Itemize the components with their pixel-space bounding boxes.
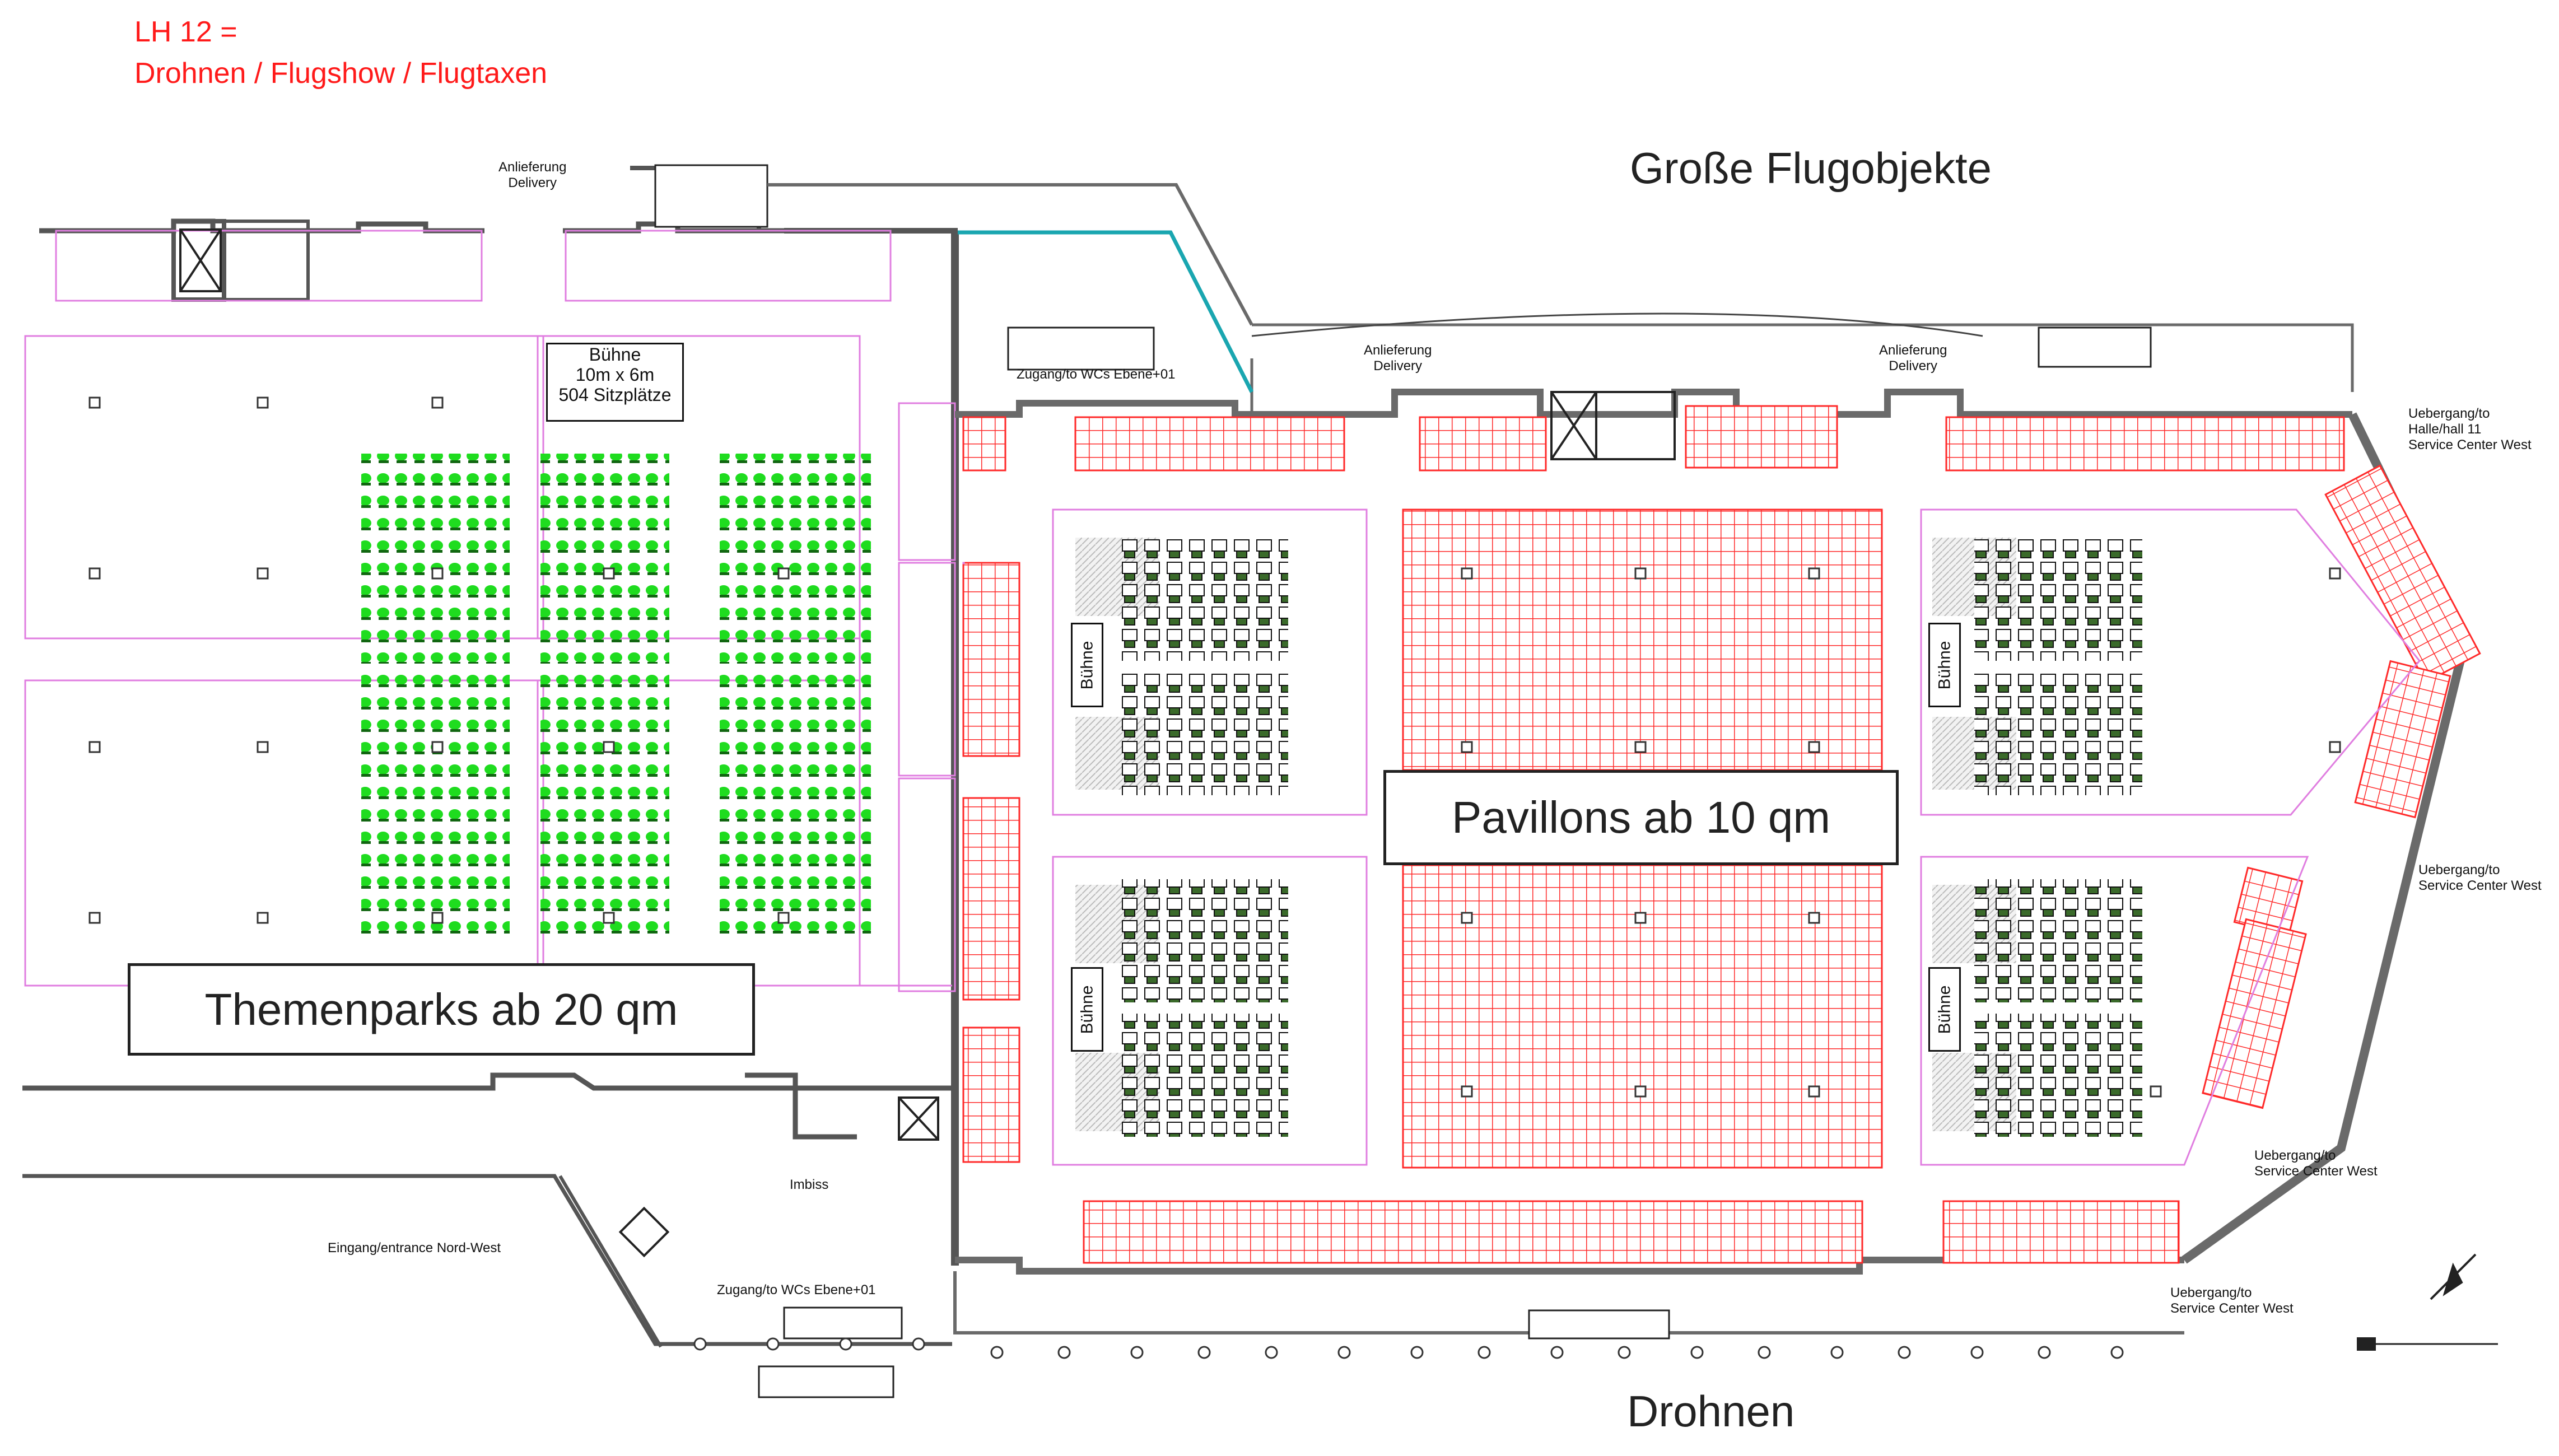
transfer-line: Uebergang/to [2418, 862, 2500, 878]
compass-north-icon [2357, 1253, 2498, 1351]
stairs-east [1007, 326, 2152, 1340]
theatre-seating [1075, 538, 2142, 1137]
booth-diagonal-east [2202, 464, 2481, 1109]
pillars-west [88, 396, 790, 924]
pillars-east [1461, 567, 2341, 1098]
stage-small-label: Bühne [1935, 985, 1954, 1034]
east-hall-walls [767, 183, 2469, 1334]
hall-title-line1: LH 12 = [134, 16, 237, 48]
delivery-label-line: Anlieferung [1879, 343, 1947, 358]
main-stage-title: Bühne [589, 344, 641, 365]
transfer-right-low-label: Uebergang/to Service Center West [2254, 1148, 2378, 1179]
hall-title: LH 12 = Drohnen / Flugshow / Flugtaxen [134, 11, 547, 94]
imbiss-label: Imbiss [790, 1177, 829, 1192]
transfer-line: Service Center West [2170, 1301, 2294, 1316]
transfer-line: Halle/hall 11 [2408, 422, 2482, 437]
delivery-label-north: Anlieferung Delivery [498, 160, 566, 191]
entrance-label: Eingang/entrance Nord-West [328, 1240, 501, 1256]
transfer-hall11-label: Uebergang/to Halle/hall 11 Service Cente… [2408, 406, 2532, 453]
delivery-label-mid: Anlieferung Delivery [1364, 343, 1432, 374]
south-zone-label: Drohnen [1627, 1387, 1795, 1436]
delivery-label-line: Anlieferung [1364, 343, 1432, 358]
stage-small-label: Bühne [1078, 641, 1096, 689]
stage-small-label: Bühne [1935, 641, 1954, 689]
main-stage: Bühne 10m x 6m 504 Sitzplätze [546, 343, 684, 422]
main-stage-seats: 504 Sitzplätze [558, 385, 672, 405]
transfer-line: Uebergang/to [2254, 1148, 2336, 1163]
hall-title-line2: Drohnen / Flugshow / Flugtaxen [134, 57, 548, 90]
transfer-line: Uebergang/to [2408, 406, 2490, 421]
main-stage-seating [361, 454, 871, 941]
delivery-label-line: Delivery [508, 175, 557, 190]
delivery-label-line: Delivery [1889, 358, 1938, 374]
delivery-label-right: Anlieferung Delivery [1879, 343, 1947, 374]
transfer-line: Uebergang/to [2170, 1285, 2252, 1300]
wc-access-north: Zugang/to WCs Ebene+01 [1017, 367, 1176, 382]
stage-small-label: Bühne [1078, 985, 1096, 1034]
delivery-label-line: Anlieferung [498, 160, 567, 175]
roof-arc [1251, 312, 1983, 337]
booth-grids [962, 405, 2345, 1264]
transfer-line: Service Center West [2408, 437, 2532, 452]
pavillons-label: Pavillons ab 10 qm [1383, 770, 1899, 865]
transfer-bottom-label: Uebergang/to Service Center West [2170, 1285, 2294, 1317]
cyan-route [958, 230, 1254, 393]
north-zone-label: Große Flugobjekte [1630, 143, 1992, 193]
main-stage-size: 10m x 6m [575, 365, 655, 385]
transfer-line: Service Center West [2418, 878, 2542, 893]
lift-east [1550, 391, 1676, 460]
transfer-right-mid-label: Uebergang/to Service Center West [2418, 862, 2542, 894]
theatre-outlines [962, 508, 2421, 1166]
colonnade-bottom [693, 1337, 2124, 1359]
themenparks-label: Themenparks ab 20 qm [128, 963, 755, 1056]
delivery-label-line: Delivery [1373, 358, 1423, 374]
stage-small-sw: Bühne [1071, 967, 1103, 1052]
lift-west [179, 228, 939, 1258]
stairs-west [654, 164, 903, 1398]
wc-access-south: Zugang/to WCs Ebene+01 [717, 1282, 876, 1298]
stage-small-nw: Bühne [1071, 623, 1103, 707]
transfer-line: Service Center West [2254, 1164, 2378, 1179]
stage-small-se: Bühne [1928, 967, 1961, 1052]
stage-small-ne: Bühne [1928, 623, 1961, 707]
